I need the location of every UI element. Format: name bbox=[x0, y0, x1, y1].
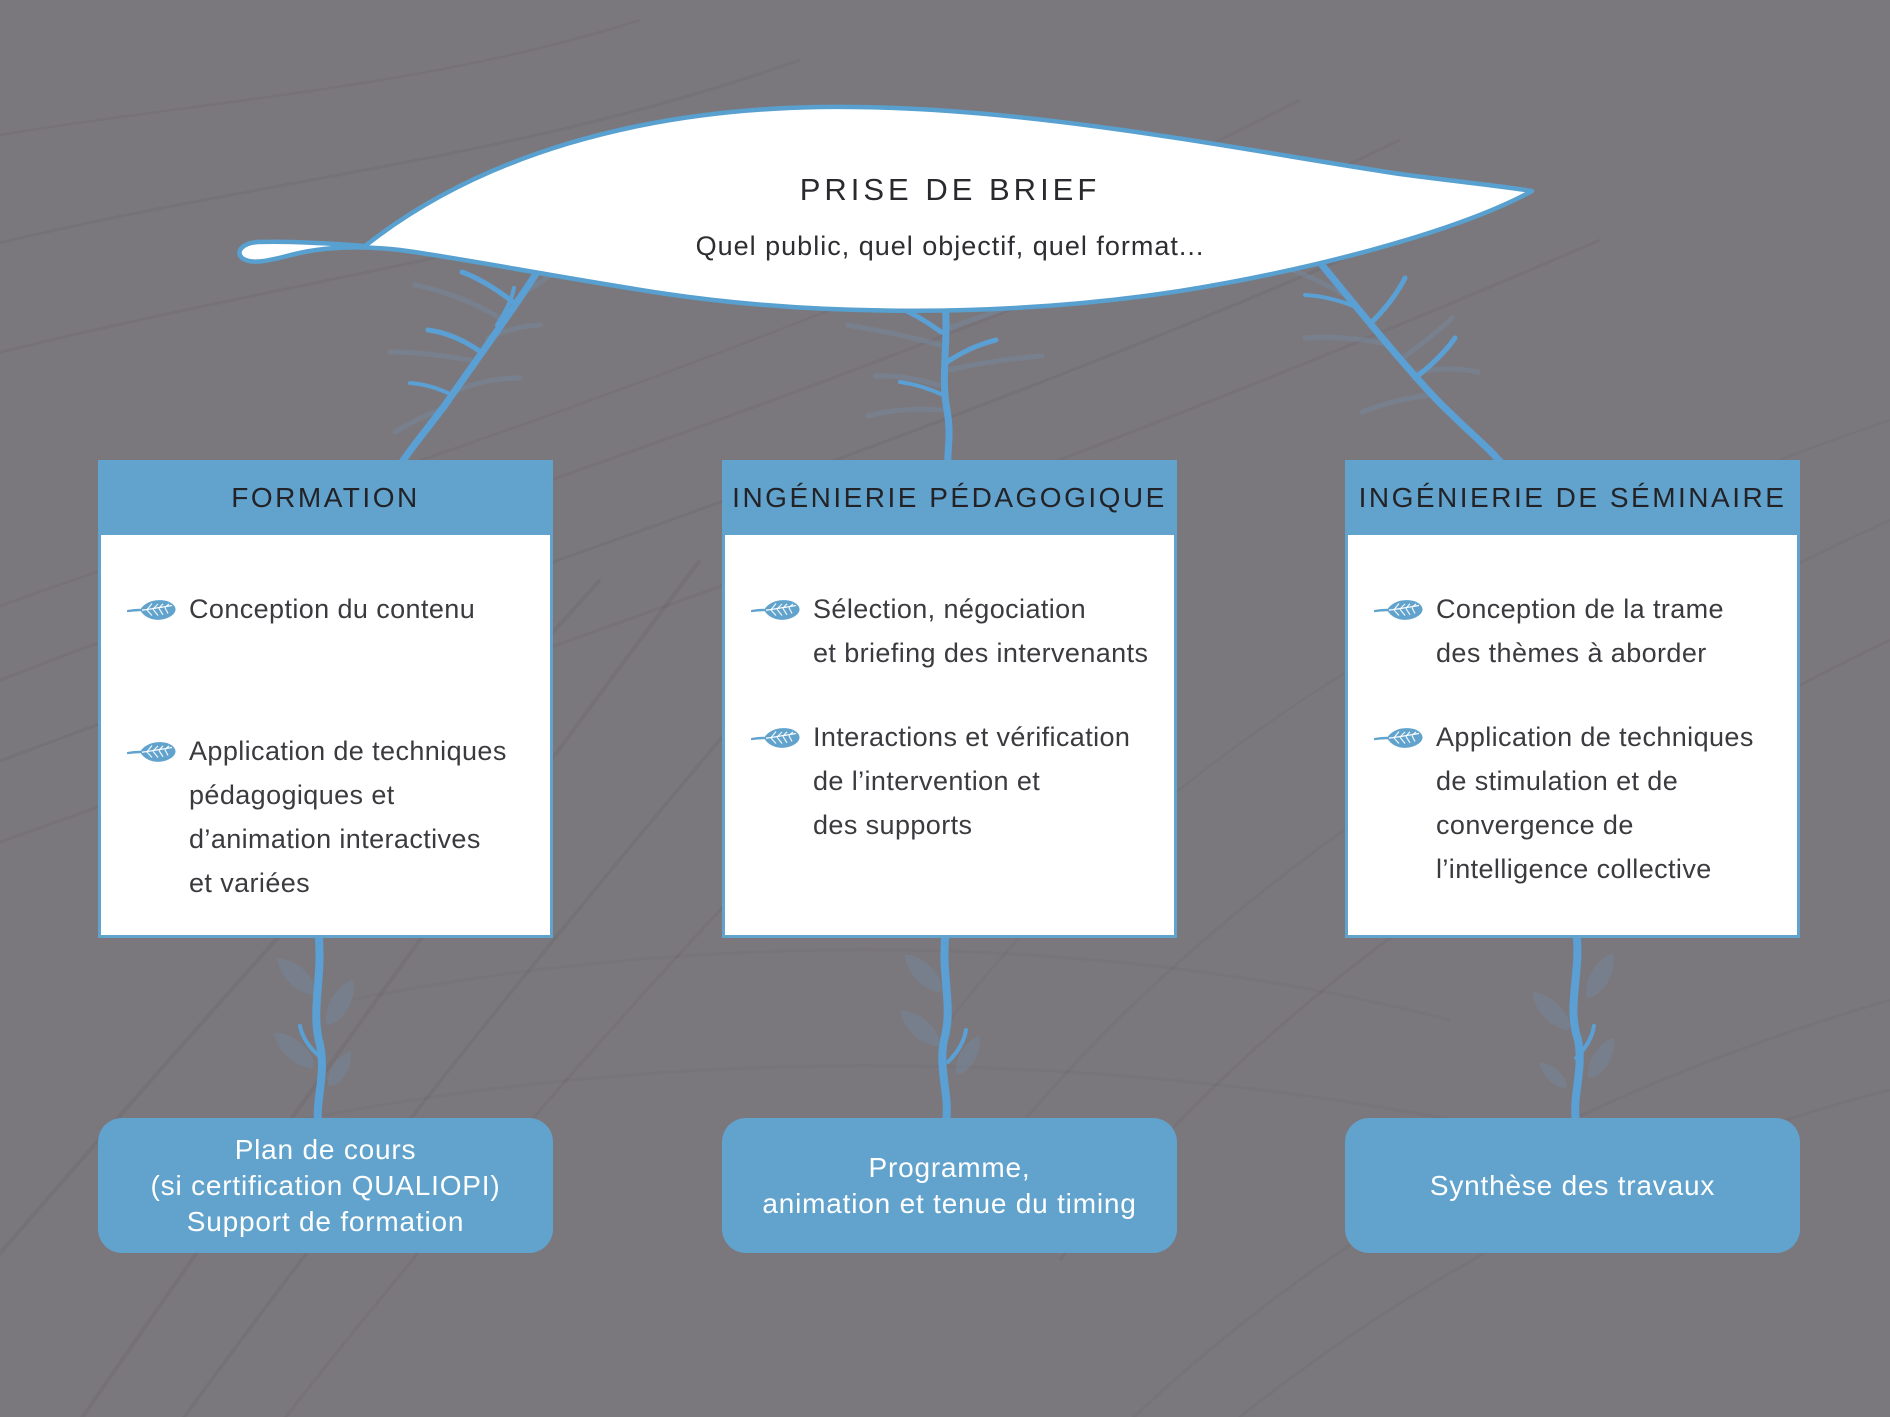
brief-leaf-shape bbox=[237, 104, 1535, 313]
leaf-bullet-icon bbox=[127, 739, 177, 765]
brief-subtitle: Quel public, quel objectif, quel format.… bbox=[695, 231, 1205, 261]
bullet-line: d’animation interactives bbox=[189, 824, 481, 854]
card-formation: FORMATION Conception du contenu Applicat… bbox=[98, 460, 553, 938]
stem-pedagogique bbox=[895, 926, 989, 1126]
leaf-bullet-icon bbox=[751, 725, 801, 751]
bullet-line: convergence de bbox=[1436, 810, 1634, 840]
bullet-line: Interactions et vérification bbox=[813, 722, 1131, 752]
brief-title: PRISE DE BRIEF bbox=[799, 172, 1101, 207]
card-ingenierie-seminaire-header: INGÉNIERIE DE SÉMINAIRE bbox=[1345, 460, 1800, 535]
card-formation-body: Conception du contenu Application de tec… bbox=[98, 535, 553, 938]
branch-right bbox=[1277, 261, 1516, 480]
card-ingenierie-pedagogique: INGÉNIERIE PÉDAGOGIQUE Sélection, négoci… bbox=[722, 460, 1177, 938]
outcome-line: (si certification QUALIOPI) bbox=[150, 1169, 501, 1201]
card-ingenierie-pedagogique-body: Sélection, négociation et briefing des i… bbox=[722, 535, 1177, 938]
card-ingenierie-pedagogique-header: INGÉNIERIE PÉDAGOGIQUE bbox=[722, 460, 1177, 535]
bullet-line: des supports bbox=[813, 810, 973, 840]
leaf-bullet-icon bbox=[1374, 725, 1424, 751]
bullet-line: des thèmes à aborder bbox=[1436, 638, 1707, 668]
outcome-pedagogique: Programme, animation et tenue du timing bbox=[722, 1118, 1177, 1253]
outcome-line: Plan de cours bbox=[234, 1133, 417, 1165]
leaf-bullet-icon bbox=[751, 597, 801, 623]
bullet-text: Application de techniques pédagogiques e… bbox=[189, 729, 507, 905]
bullet-text: Application de techniques de stimulation… bbox=[1436, 715, 1754, 891]
outcome-seminaire: Synthèse des travaux bbox=[1345, 1118, 1800, 1253]
branch-middle bbox=[845, 292, 1045, 482]
bullet-item: Application de techniques de stimulation… bbox=[1374, 715, 1783, 891]
outcome-line: animation et tenue du timing bbox=[762, 1187, 1137, 1219]
bullet-line: et briefing des intervenants bbox=[813, 638, 1149, 668]
bullet-line: de stimulation et de bbox=[1436, 766, 1679, 796]
card-formation-header: FORMATION bbox=[98, 460, 553, 535]
stem-formation bbox=[269, 926, 365, 1126]
card-ingenierie-seminaire: INGÉNIERIE DE SÉMINAIRE Conception de la… bbox=[1345, 460, 1800, 938]
bullet-line: Sélection, négociation bbox=[813, 594, 1086, 624]
bullet-item: Conception du contenu bbox=[127, 587, 536, 631]
bullet-item: Application de techniques pédagogiques e… bbox=[127, 729, 536, 905]
bullet-line: Application de techniques bbox=[189, 736, 507, 766]
bullet-text: Conception de la trame des thèmes à abor… bbox=[1436, 587, 1724, 675]
outcome-line: Synthèse des travaux bbox=[1429, 1169, 1716, 1201]
bullet-line: et variées bbox=[189, 868, 311, 898]
bullet-item: Conception de la trame des thèmes à abor… bbox=[1374, 587, 1783, 675]
outcome-line: Support de formation bbox=[186, 1205, 465, 1237]
card-ingenierie-seminaire-body: Conception de la trame des thèmes à abor… bbox=[1345, 535, 1800, 938]
bullet-item: Interactions et vérification de l’interv… bbox=[751, 715, 1160, 847]
bullet-line: pédagogiques et bbox=[189, 780, 395, 810]
bullet-line: Conception de la trame bbox=[1436, 594, 1724, 624]
stem-seminaire bbox=[1528, 926, 1625, 1126]
outcome-formation: Plan de cours (si certification QUALIOPI… bbox=[98, 1118, 553, 1253]
leaf-bullet-icon bbox=[127, 597, 177, 623]
leaf-bullet-icon bbox=[1374, 597, 1424, 623]
bullet-line: Conception du contenu bbox=[189, 594, 476, 624]
bullet-item: Sélection, négociation et briefing des i… bbox=[751, 587, 1160, 675]
bullet-line: l’intelligence collective bbox=[1436, 854, 1712, 884]
bullet-text: Sélection, négociation et briefing des i… bbox=[813, 587, 1148, 675]
branch-left bbox=[387, 251, 575, 482]
outcome-line: Programme, bbox=[868, 1151, 1031, 1183]
bullet-text: Conception du contenu bbox=[189, 587, 475, 631]
bullet-text: Interactions et vérification de l’interv… bbox=[813, 715, 1130, 847]
bullet-line: de l’intervention et bbox=[813, 766, 1041, 796]
bullet-line: Application de techniques bbox=[1436, 722, 1754, 752]
